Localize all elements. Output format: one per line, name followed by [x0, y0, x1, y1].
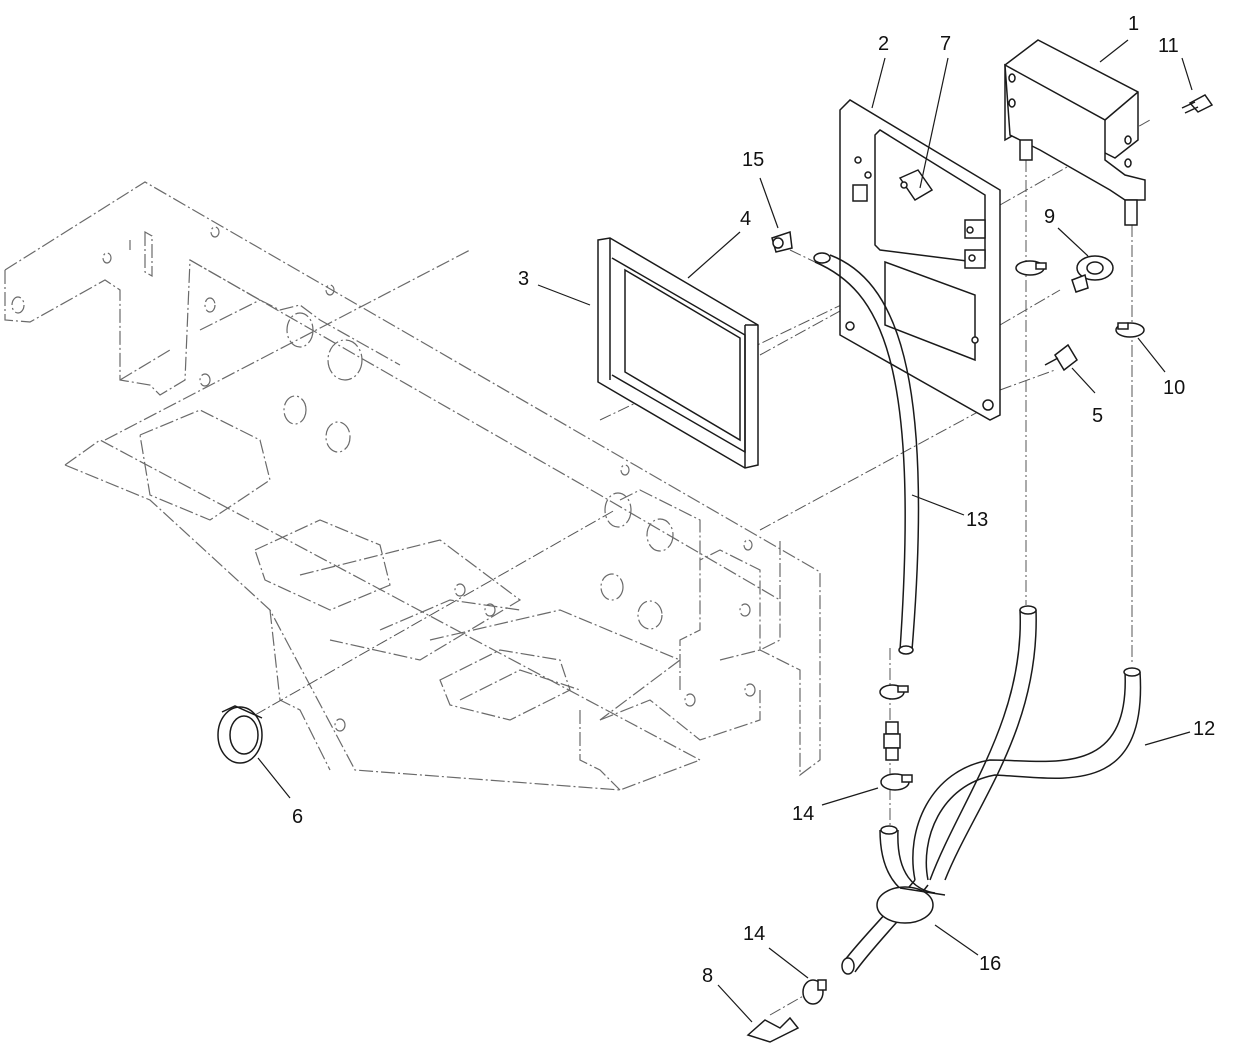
- callout-6: 6: [292, 806, 303, 828]
- callout-10: 10: [1163, 377, 1185, 399]
- callout-16: 16: [979, 953, 1001, 975]
- callout-14-upper: 14: [792, 803, 814, 825]
- callout-1: 1: [1128, 13, 1139, 35]
- part-11-bolt: [1181, 94, 1214, 114]
- part-14-clamp-lower: [802, 979, 827, 1005]
- callout-9: 9: [1044, 206, 1055, 228]
- callout-7: 7: [940, 33, 951, 55]
- part-5-bolt: [1044, 343, 1078, 372]
- alignment-lines: [254, 119, 1151, 1016]
- part-14-clamp-middle: [880, 773, 913, 791]
- part-9-eye-fitting: [1071, 255, 1114, 293]
- callout-2: 2: [878, 33, 889, 55]
- phantom-chassis-frame: [4, 181, 821, 791]
- callout-15: 15: [742, 149, 764, 171]
- leader-lines: [257, 39, 1193, 1023]
- part-7-clip: [898, 169, 934, 202]
- part-1-control-module: [1004, 39, 1146, 226]
- callout-4: 4: [740, 208, 751, 230]
- callout-11: 11: [1158, 35, 1179, 57]
- part-10-clamp: [1115, 322, 1145, 338]
- part-2-mounting-plate: [839, 99, 1001, 421]
- part-14-clamp-upper: [879, 684, 909, 700]
- callout-13: 13: [966, 509, 988, 531]
- callout-5: 5: [1092, 405, 1103, 427]
- callout-3: 3: [518, 268, 529, 290]
- clamp-upper: [1015, 260, 1047, 276]
- callout-8: 8: [702, 965, 713, 987]
- part-15-fitting: [771, 230, 793, 253]
- part-3-4-frame-and-pad: [597, 237, 759, 469]
- part-8-fitting: [746, 1016, 800, 1043]
- part-6-grommet: [217, 705, 263, 764]
- part-13-hose: [813, 252, 920, 655]
- callout-14-lower: 14: [743, 923, 765, 945]
- callout-labels: 1 2 3 4 5 6 7 8 9 10 11 12 13 14 14 15 1…: [292, 13, 1215, 987]
- part-16-tie: [876, 886, 946, 924]
- callout-12: 12: [1193, 718, 1215, 740]
- coupler-fitting: [883, 721, 901, 761]
